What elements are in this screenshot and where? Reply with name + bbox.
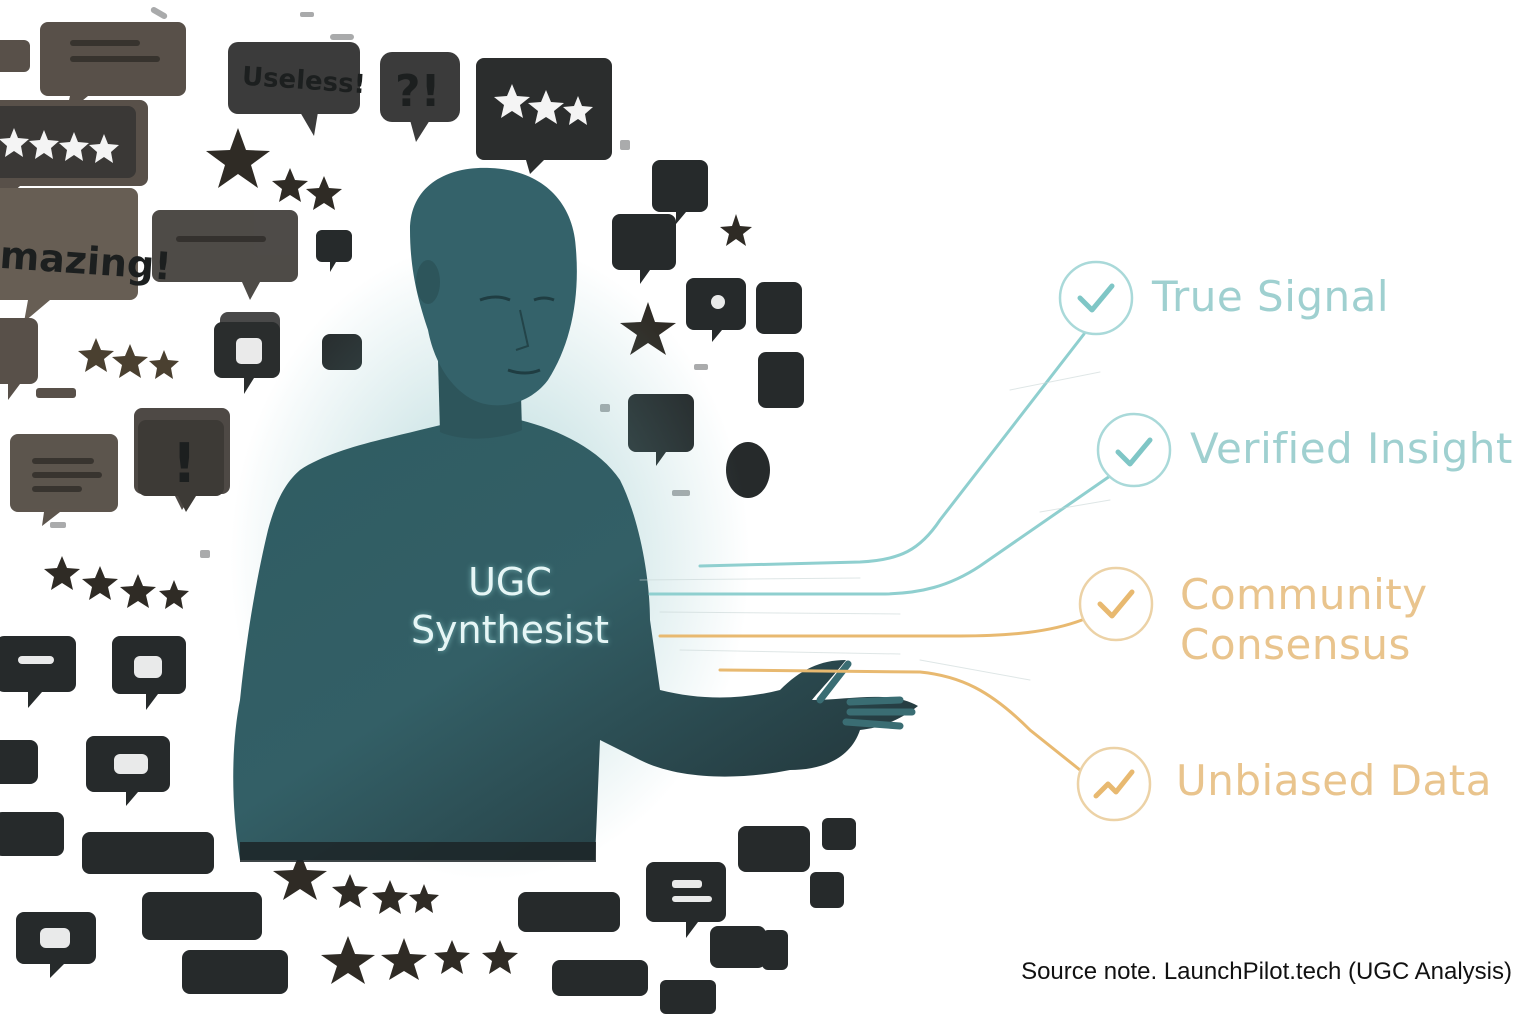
star-icon bbox=[89, 134, 119, 163]
speech-bubble-icon bbox=[756, 282, 802, 334]
outcome-community-consensus-line1: Community bbox=[1180, 570, 1428, 619]
outcome-verified-insight: Verified Insight bbox=[1190, 424, 1513, 473]
speech-bubble-icon bbox=[0, 636, 76, 708]
speech-bubble-icon bbox=[810, 872, 844, 908]
speech-bubble-icon bbox=[0, 812, 64, 856]
star-icon bbox=[112, 344, 148, 378]
synthesist-figure bbox=[230, 167, 918, 880]
speech-bubble-icon bbox=[0, 740, 38, 784]
speech-bubble-icon bbox=[762, 930, 788, 970]
figure-label: UGC Synthesist bbox=[380, 558, 640, 654]
outcome-icons bbox=[1058, 260, 1172, 822]
speech-bubble-icon bbox=[822, 818, 856, 850]
outcome-community-consensus-line2: Consensus bbox=[1180, 620, 1411, 669]
trend-icon bbox=[1076, 746, 1152, 822]
speech-bubble-icon bbox=[0, 188, 138, 322]
star-icon bbox=[29, 130, 59, 159]
connector-true-signal bbox=[698, 332, 1086, 568]
speech-bubble-icon bbox=[152, 210, 298, 300]
star-icon bbox=[332, 874, 368, 908]
speech-bubble-icon bbox=[182, 950, 288, 994]
check-icon bbox=[1096, 412, 1172, 488]
star-icon bbox=[528, 90, 564, 124]
star-icon bbox=[494, 84, 530, 118]
speech-bubble-icon bbox=[0, 318, 38, 400]
star-icon bbox=[44, 556, 80, 590]
speech-bubble-icon bbox=[758, 352, 804, 408]
check-icon bbox=[1058, 260, 1134, 336]
figure-label-line1: UGC bbox=[468, 560, 552, 604]
figure-label-line2: Synthesist bbox=[410, 608, 610, 652]
speech-bubble-icon bbox=[612, 214, 676, 284]
speech-bubble-icon bbox=[652, 160, 708, 224]
star-icon bbox=[78, 338, 114, 372]
star-icon bbox=[482, 940, 518, 974]
speech-bubble-icon bbox=[710, 926, 766, 968]
connector-lines bbox=[639, 332, 1112, 772]
speech-bubble-icon bbox=[738, 826, 810, 872]
speech-bubble-icon bbox=[82, 832, 214, 874]
speech-bubble-icon bbox=[552, 960, 648, 996]
star-icon bbox=[159, 580, 189, 609]
star-icon bbox=[720, 214, 752, 246]
speech-bubble-icon bbox=[142, 892, 262, 940]
speech-bubble-icon bbox=[138, 420, 224, 512]
speech-bubble-icon bbox=[660, 980, 716, 1014]
star-icon bbox=[273, 852, 327, 900]
star-icon bbox=[381, 938, 427, 980]
outcome-unbiased-data: Unbiased Data bbox=[1176, 756, 1492, 805]
star-icon bbox=[206, 128, 270, 188]
star-icon bbox=[120, 574, 156, 608]
star-icon bbox=[321, 936, 375, 984]
dash-mark bbox=[36, 388, 76, 398]
star-icon bbox=[272, 168, 308, 202]
star-icon bbox=[82, 566, 118, 600]
outcome-community-consensus: Community Consensus bbox=[1180, 570, 1428, 670]
bubble-word-exclaim: ! bbox=[172, 432, 197, 495]
speech-bubble-icon bbox=[316, 230, 352, 272]
connector-community-consensus bbox=[658, 618, 1084, 638]
star-icon bbox=[434, 940, 470, 974]
star-icon bbox=[372, 880, 408, 914]
outcome-true-signal: True Signal bbox=[1152, 272, 1390, 321]
star-icon bbox=[563, 96, 593, 125]
star-icon bbox=[409, 884, 439, 913]
star-icon bbox=[306, 176, 342, 210]
check-icon bbox=[1078, 566, 1154, 642]
star-icon bbox=[59, 132, 89, 161]
speech-bubble-icon bbox=[228, 42, 360, 114]
speech-bubble-icon bbox=[518, 892, 620, 932]
source-note: Source note. LaunchPilot.tech (UGC Analy… bbox=[1021, 958, 1512, 985]
speech-bubble-icon bbox=[10, 434, 118, 526]
star-icon bbox=[0, 128, 29, 157]
star-icon bbox=[149, 350, 179, 379]
speech-bubble-icon bbox=[0, 106, 136, 178]
review-chaos-cloud: Useless! ?! mazing! ! bbox=[0, 7, 856, 1014]
speech-bubble-icon bbox=[0, 40, 30, 72]
connector-unbiased-data bbox=[718, 668, 1082, 772]
speech-bubble-icon bbox=[686, 278, 746, 342]
speech-bubble-icon bbox=[380, 52, 460, 122]
bubble-word-interrobang: ?! bbox=[395, 66, 441, 117]
connector-verified-insight bbox=[648, 474, 1112, 596]
